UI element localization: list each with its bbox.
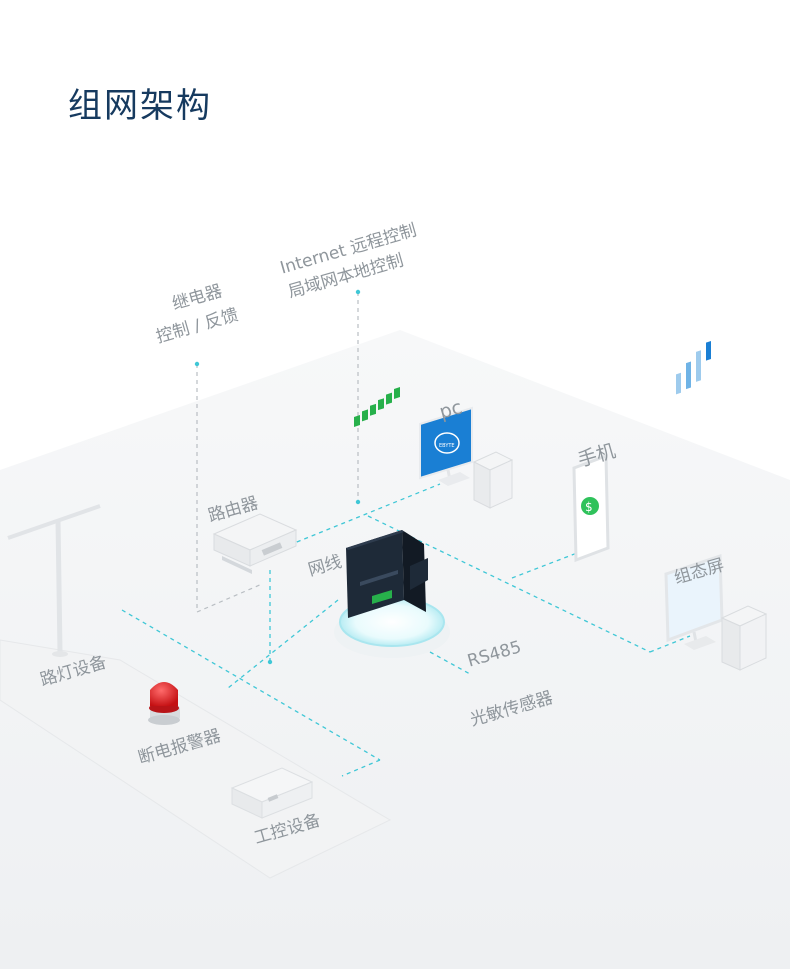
internet-leader-dot xyxy=(355,289,361,295)
svg-text:$: $ xyxy=(585,500,593,514)
pc-monitor-icon: EBYTE xyxy=(419,406,473,486)
industrial-device-icon xyxy=(230,767,314,819)
street-light-icon xyxy=(7,504,101,657)
alarm-light-icon xyxy=(148,682,180,725)
router-line-dot xyxy=(267,659,273,665)
page-title: 组网架构 xyxy=(68,86,212,126)
svg-text:EBYTE: EBYTE xyxy=(439,443,455,449)
connection-lines xyxy=(121,483,691,777)
router-icon xyxy=(212,513,298,574)
leader-lines xyxy=(196,292,359,613)
pc-tower-icon xyxy=(472,451,514,509)
relay-leader-dot xyxy=(194,361,200,367)
rs485-relay-device xyxy=(346,387,428,618)
config-tower-icon xyxy=(720,605,768,671)
internet-leader-end-dot xyxy=(355,499,361,505)
phone-icon: $ xyxy=(572,453,610,563)
floor-strip xyxy=(0,639,392,879)
